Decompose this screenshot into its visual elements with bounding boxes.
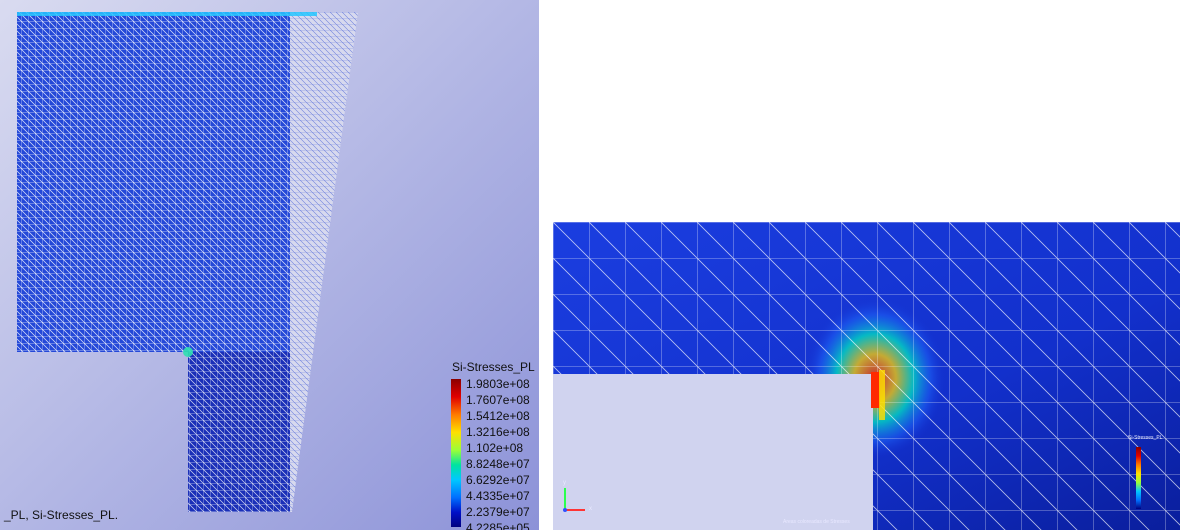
legend-value: 8.8248e+07: [466, 457, 530, 471]
legend-value: 1.7607e+08: [466, 393, 530, 407]
upper-mesh-block: [17, 12, 290, 352]
right-stress-legend: Si-Stresses_PL: [1128, 435, 1178, 509]
legend-color-bar: [451, 379, 461, 527]
axis-origin: [563, 508, 567, 512]
corner-hotspot-halo: [879, 370, 885, 420]
legend-value: 4.4335e+07: [466, 489, 530, 503]
right-status-caption: Areas coloreadas de Stresses: [783, 519, 850, 525]
empty-region: [553, 374, 873, 530]
lower-mesh-block: [188, 352, 290, 512]
left-status-caption: _PL, Si-Stresses_PL.: [4, 508, 119, 522]
legend-value: 1.102e+08: [466, 441, 524, 455]
legend-value: 6.6292e+07: [466, 473, 530, 487]
legend-value: 2.2379e+07: [466, 505, 530, 519]
legend-value: 4.2285e+05: [466, 521, 530, 530]
axis-x-label: x: [589, 506, 592, 512]
right-viewport[interactable]: y x Si-Stresses_PL Areas coloreadas de S…: [553, 222, 1180, 530]
axis-y-label: y: [563, 480, 566, 486]
right-legend-color-bar: [1136, 447, 1141, 509]
wedge-mesh-region: [290, 12, 358, 512]
legend-value: 1.3216e+08: [466, 425, 530, 439]
legend-value: 1.5412e+08: [466, 409, 530, 423]
corner-hotspot-right: [871, 372, 880, 408]
left-mesh-plot: [17, 12, 358, 512]
legend-title: Si-Stresses_PL: [452, 360, 535, 374]
corner-hotspot: [183, 347, 193, 357]
right-mesh-plot: [553, 222, 1180, 530]
legend-value: 1.9803e+08: [466, 377, 530, 391]
legend-labels: 1.9803e+08 1.7607e+08 1.5412e+08 1.3216e…: [466, 376, 530, 530]
left-viewport[interactable]: Si-Stresses_PL 1.9803e+08 1.7607e+08 1.5…: [0, 0, 539, 530]
right-legend-title: Si-Stresses_PL: [1128, 435, 1163, 441]
top-edge-highlight: [17, 12, 317, 16]
